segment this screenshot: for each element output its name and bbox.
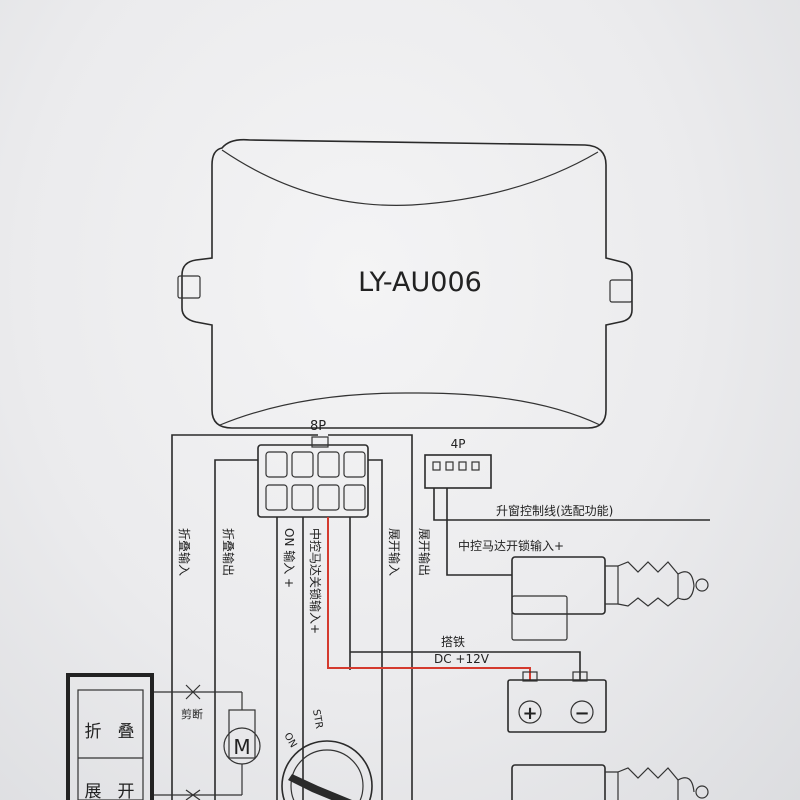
mirror-switch-panel: [66, 673, 154, 800]
wire-label-dc-supply: DC +12V: [434, 652, 490, 666]
module-model-label: LY-AU006: [358, 267, 482, 298]
switch-fold-char-2: 叠: [118, 722, 135, 742]
switch-fold-char-1: 折: [85, 722, 102, 742]
battery: [507, 671, 607, 733]
wire-label-on-input: ON 输入 +: [282, 528, 297, 588]
wire-label-window-control: 升窗控制线(选配功能): [496, 504, 613, 518]
battery-plus-symbol: +: [522, 703, 537, 724]
switch-on-label: ON: [281, 731, 298, 750]
ignition-switch-icon: [281, 740, 373, 800]
switch-unfold-char-2: 开: [118, 782, 135, 800]
cut-marks: [150, 684, 242, 800]
module-body: [177, 138, 633, 429]
module-wires: [171, 434, 710, 800]
wire-label-unfold-input: 展开输入: [387, 528, 402, 576]
wire-label-central-lock-open: 中控马达开锁输入+: [458, 538, 564, 553]
switch-str-label: STR: [310, 709, 324, 730]
connector-4p-label: 4P: [451, 437, 466, 451]
wire-label-unfold-output: 展开输出: [417, 528, 432, 576]
wire-label-ground: 搭铁: [441, 635, 465, 649]
actuator-upper: [511, 556, 709, 641]
wire-label-central-lock-close: 中控马达关锁输入+: [308, 528, 323, 634]
motor-icon: [223, 692, 261, 795]
motor-symbol: M: [233, 735, 250, 759]
switch-unfold-char-1: 展: [85, 782, 102, 800]
connector-4p: [424, 454, 492, 489]
battery-minus-symbol: −: [574, 703, 589, 724]
actuator-lower: [511, 764, 709, 800]
wire-label-fold-input: 折叠输入: [177, 528, 192, 576]
connector-8p: [257, 436, 369, 518]
connector-8p-label: 8P: [310, 419, 326, 434]
cut-label: 剪断: [181, 707, 203, 721]
wire-label-fold-output: 折叠输出: [221, 528, 236, 576]
